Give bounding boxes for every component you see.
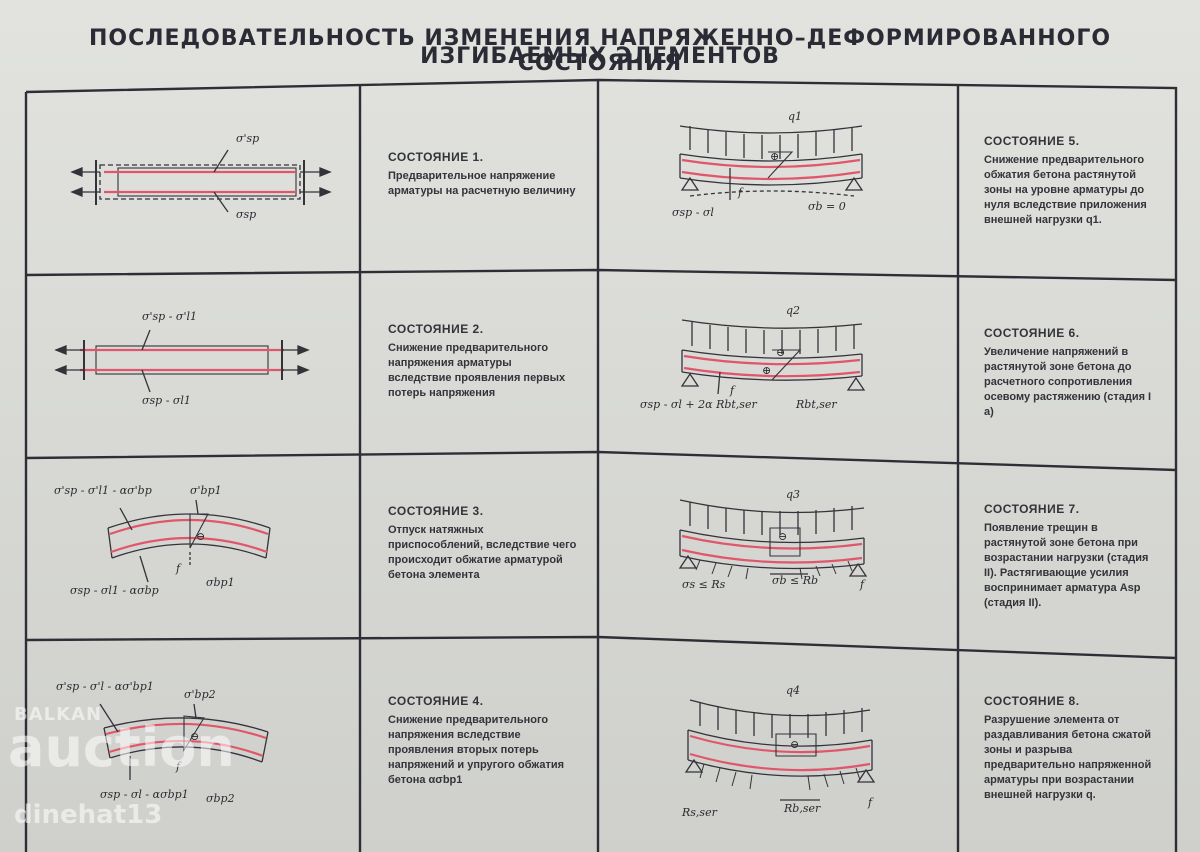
label-s4-bottom: σsp - σl - ασbp1 <box>100 788 189 801</box>
state-8-body: Разрушение элемента от раздавливания бет… <box>984 714 1152 801</box>
state-1-heading: СОСТОЯНИЕ 1. <box>388 150 484 164</box>
label-s7-bottom-mid: σb ≤ Rb <box>772 574 819 587</box>
state-7-heading: СОСТОЯНИЕ 7. <box>984 502 1080 516</box>
load-arrows-q1 <box>689 126 853 159</box>
label-s4-bottom-right: σbp2 <box>206 792 235 805</box>
state-1-body: Предварительное напряжение арматуры на р… <box>388 170 576 197</box>
state-6-body: Увеличение напряжений в растянутой зоне … <box>984 346 1152 418</box>
load-arrows-q4 <box>699 702 863 738</box>
label-s3-bottom-right: σbp1 <box>206 576 235 589</box>
label-s8-bottom-mid: Rb,ser <box>784 802 821 815</box>
label-s5-bottom-left: σsp - σl <box>672 206 714 219</box>
label-s2-bottom: σsp - σl1 <box>142 394 191 407</box>
label-s2-top: σ'sp - σ'l1 <box>142 310 197 323</box>
state-4-body: Снижение предварительного напряжения всл… <box>388 714 565 786</box>
label-s1-bottom: σsp <box>236 208 257 221</box>
label-s8-q: q4 <box>786 684 801 697</box>
load-arrows-q3 <box>689 502 853 535</box>
label-s7-q: q3 <box>786 488 801 501</box>
label-s8-bottom-left: Rs,ser <box>682 806 717 819</box>
label-s4-f: f <box>176 760 181 773</box>
minus-sign-s4: ⊖ <box>190 730 200 743</box>
grid-hline-2 <box>25 450 1177 472</box>
state-3-description: СОСТОЯНИЕ 3. Отпуск натяжных приспособле… <box>388 504 578 583</box>
crack-lines-state-7 <box>695 559 853 580</box>
state-6-description: СОСТОЯНИЕ 6. Увеличение напряжений в рас… <box>984 326 1160 420</box>
minus-sign-s3: ⊖ <box>196 530 206 543</box>
state-5-body: Снижение предварительного обжатия бетона… <box>984 154 1147 226</box>
diagram-state-8 <box>684 699 876 801</box>
state-6-heading: СОСТОЯНИЕ 6. <box>984 326 1080 340</box>
state-3-heading: СОСТОЯНИЕ 3. <box>388 504 484 518</box>
grid-hline-1 <box>25 268 1177 282</box>
label-s7-bottom-left: σs ≤ Rs <box>682 578 726 591</box>
state-8-heading: СОСТОЯНИЕ 8. <box>984 694 1080 708</box>
label-s5-bottom-right: σb = 0 <box>808 200 846 213</box>
crack-lines-state-8 <box>699 763 861 791</box>
label-s5-q: q1 <box>788 110 803 123</box>
label-s6-bottom-left: σsp - σl + 2α Rbt,ser <box>640 398 757 411</box>
diagram-state-6 <box>680 319 866 395</box>
diagram-state-5 <box>679 125 864 200</box>
label-s1-top: σ'sp <box>236 132 260 145</box>
diagram-state-1 <box>70 149 332 213</box>
state-7-description: СОСТОЯНИЕ 7. Появление трещин в растянут… <box>984 502 1160 611</box>
label-s8-f: f <box>868 796 873 809</box>
diagram-state-3 <box>107 499 271 583</box>
load-arrows-q2 <box>691 322 855 354</box>
diagram-state-4 <box>99 703 269 780</box>
label-s3-right: σ'bp1 <box>190 484 222 497</box>
minus-sign-s6: ⊖ <box>776 346 786 359</box>
plus-sign-s6: ⊕ <box>762 364 772 377</box>
label-s6-f: f <box>730 384 735 397</box>
watermark-word: auction <box>8 716 235 779</box>
watermark-user: dinehat13 <box>14 800 163 830</box>
plus-sign-s5: ⊕ <box>770 150 780 163</box>
watermark-brand: BALKAN <box>14 704 103 725</box>
state-5-description: СОСТОЯНИЕ 5. Снижение предварительного о… <box>984 134 1160 228</box>
label-s6-q: q2 <box>786 304 801 317</box>
label-s3-top: σ'sp - σ'l1 - ασ'bp <box>54 484 152 497</box>
diagram-state-2 <box>54 329 310 393</box>
state-3-body: Отпуск натяжных приспособлений, вследств… <box>388 524 577 581</box>
poster-title-line-2: ИЗГИБАЕМЫХ ЭЛЕМЕНТОВ <box>420 44 780 69</box>
state-8-description: СОСТОЯНИЕ 8. Разрушение элемента от разд… <box>984 694 1160 803</box>
state-4-heading: СОСТОЯНИЕ 4. <box>388 694 484 708</box>
state-2-description: СОСТОЯНИЕ 2. Снижение предварительного н… <box>388 322 578 401</box>
state-7-body: Появление трещин в растянутой зоне бетон… <box>984 522 1149 609</box>
state-4-description: СОСТОЯНИЕ 4. Снижение предварительного н… <box>388 694 578 788</box>
label-s4-top: σ'sp - σ'l - ασ'bp1 <box>56 680 154 693</box>
state-1-description: СОСТОЯНИЕ 1. Предварительное напряжение … <box>388 150 578 199</box>
diagram-state-7 <box>678 499 868 580</box>
minus-sign-s7: ⊖ <box>778 530 788 543</box>
label-s3-f: f <box>176 562 181 575</box>
state-2-heading: СОСТОЯНИЕ 2. <box>388 322 484 336</box>
label-s7-f: f <box>860 578 865 591</box>
label-s4-right: σ'bp2 <box>184 688 216 701</box>
label-s6-bottom-right: Rbt,ser <box>796 398 837 411</box>
grid-hline-3 <box>25 635 1177 660</box>
minus-sign-s8: ⊖ <box>790 738 800 751</box>
label-s5-f: f <box>738 186 743 199</box>
poster-title-line-1: ПОСЛЕДОВАТЕЛЬНОСТЬ ИЗМЕНЕНИЯ НАПРЯЖЕННО–… <box>88 26 1112 76</box>
state-2-body: Снижение предварительного напряжения арм… <box>388 342 566 399</box>
label-s3-bottom: σsp - σl1 - ασbp <box>70 584 159 597</box>
state-5-heading: СОСТОЯНИЕ 5. <box>984 134 1080 148</box>
